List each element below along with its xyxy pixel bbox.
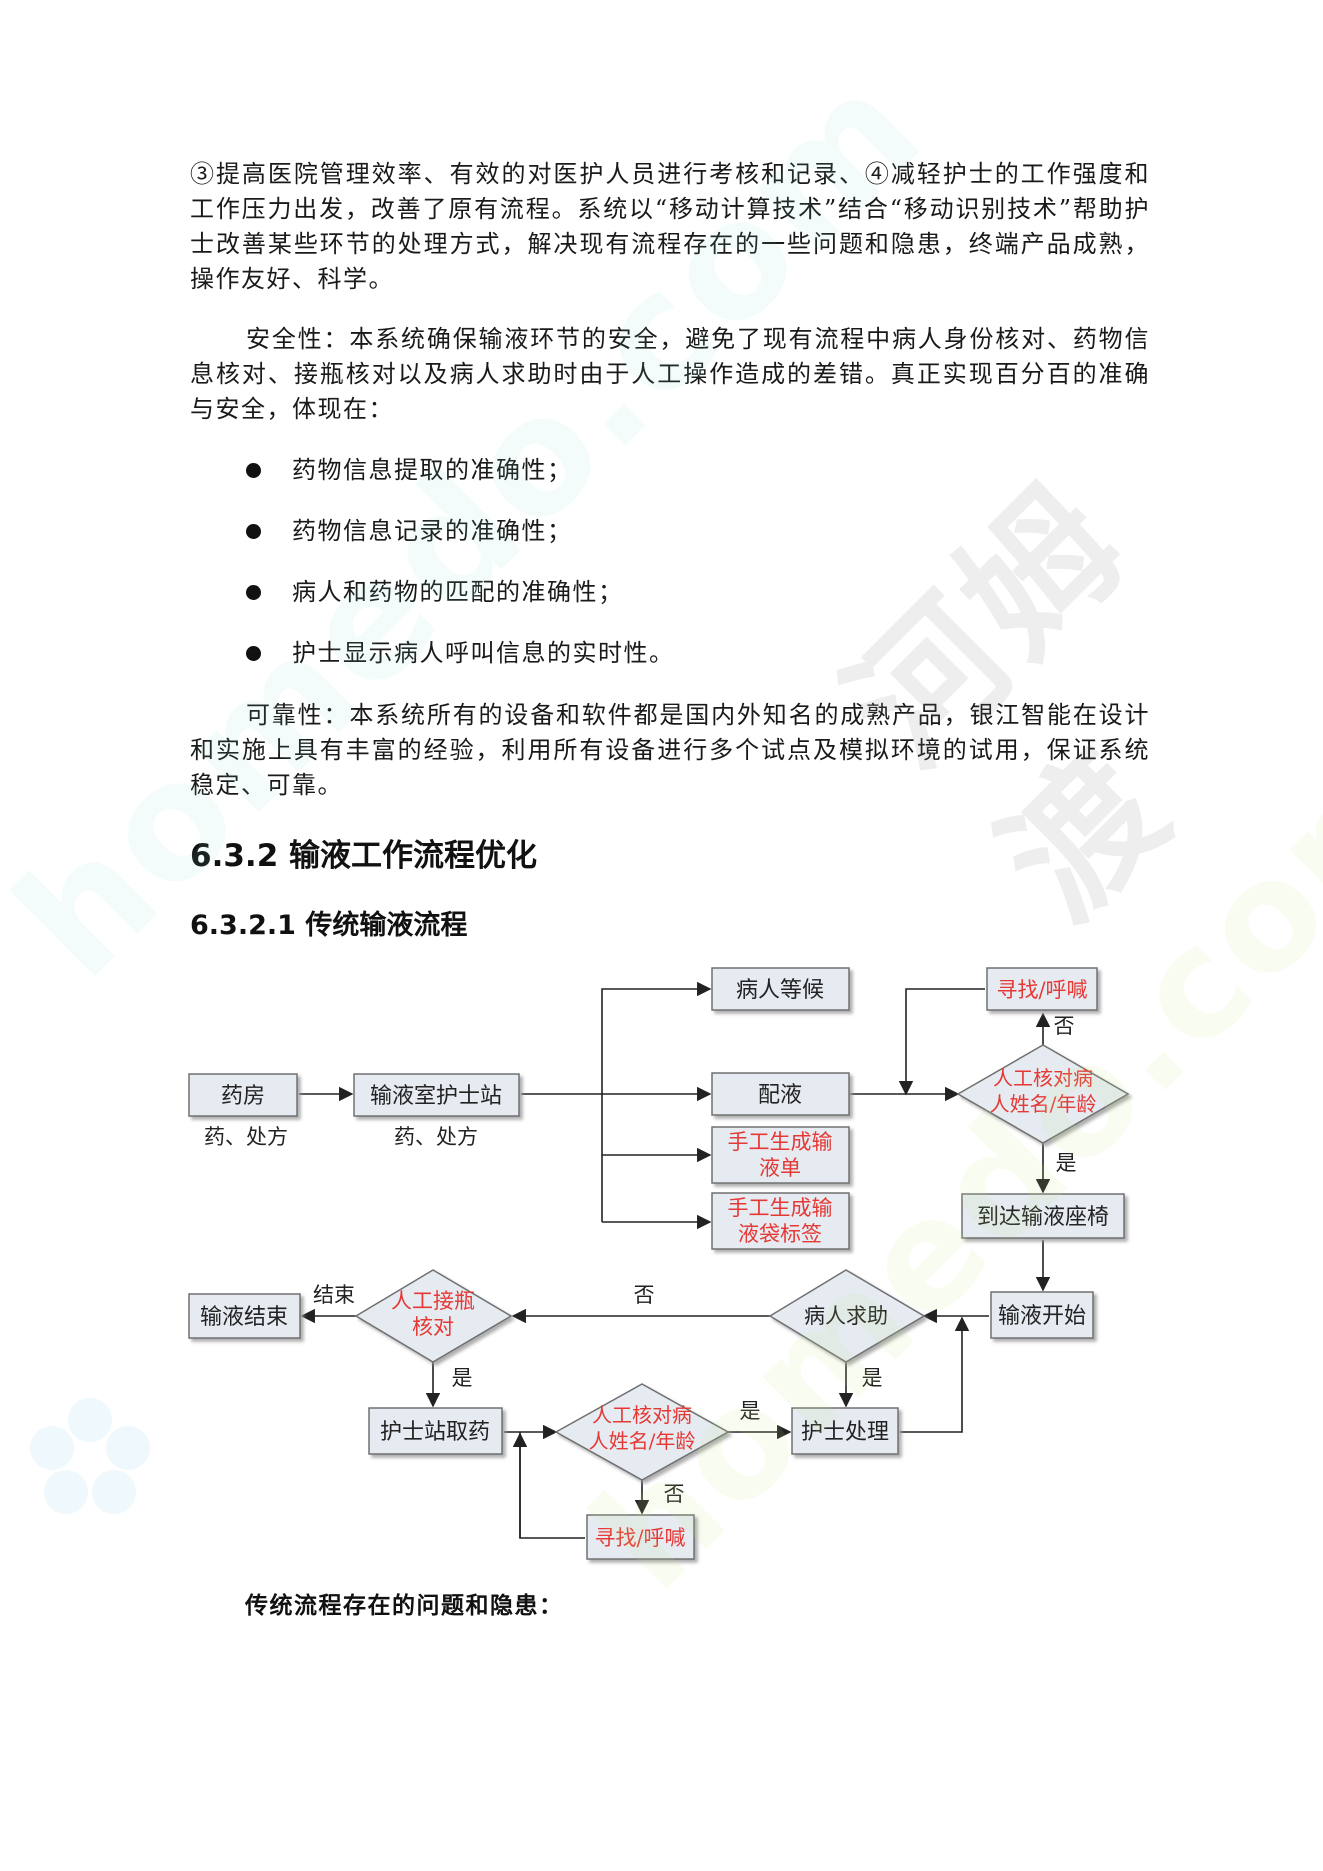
box-patient-wait: 病人等候 [711, 967, 850, 1011]
section-heading: 6.3.2 输液工作流程优化 [190, 838, 538, 874]
station-sub-label: 药、处方 [394, 1125, 478, 1149]
svg-text:手工生成输: 手工生成输 [728, 1130, 833, 1154]
svg-text:寻找/呼喊: 寻找/呼喊 [996, 978, 1087, 1002]
bullet-icon [246, 463, 261, 478]
box-station-fetch: 护士站取药 [368, 1407, 503, 1455]
svg-text:输液室护士站: 输液室护士站 [370, 1084, 502, 1109]
paragraph-efficiency: ③提高医院管理效率、有效的对医护人员进行考核和记录、④减轻护士的工作强度和工作压… [190, 160, 1150, 293]
svg-text:人姓名/年龄: 人姓名/年龄 [990, 1092, 1097, 1116]
no-label-help: 否 [634, 1283, 655, 1307]
yes-label-check: 是 [740, 1399, 761, 1423]
svg-text:核对: 核对 [412, 1315, 454, 1339]
svg-text:人工接瓶: 人工接瓶 [391, 1289, 475, 1313]
box-manual-label: 手工生成输 液袋标签 [711, 1192, 850, 1250]
pharmacy-sub-label: 药、处方 [204, 1125, 288, 1149]
svg-text:到达输液座椅: 到达输液座椅 [977, 1205, 1109, 1230]
box-search-top: 寻找/呼喊 [986, 967, 1098, 1011]
box-nurse-station: 输液室护士站 [353, 1073, 520, 1117]
box-manual-sheet: 手工生成输 液单 [711, 1126, 850, 1184]
yes-label-bottle: 是 [452, 1366, 473, 1390]
svg-text:护士处理: 护士处理 [801, 1420, 889, 1445]
box-arrive-seat: 到达输液座椅 [961, 1193, 1125, 1239]
yes-label-help: 是 [862, 1366, 883, 1390]
svg-text:输液开始: 输液开始 [998, 1304, 1086, 1329]
box-nurse-handle: 护士处理 [791, 1407, 899, 1455]
list-item: 护士显示病人呼叫信息的实时性。 [240, 636, 675, 697]
box-infusion-start: 输液开始 [990, 1291, 1094, 1339]
svg-text:人工核对病: 人工核对病 [592, 1403, 692, 1427]
box-search-bottom: 寻找/呼喊 [586, 1514, 695, 1560]
flow-labels: 药、处方 药、处方 否 是 否 结束 是 是 是 否 [204, 1014, 1077, 1506]
flow-boxes: 药房 输液室护士站 病人等候 配液 手工生成输 液单 手工生成输 [188, 967, 1125, 1560]
svg-text:护士站取药: 护士站取药 [380, 1420, 490, 1445]
svg-text:病人等候: 病人等候 [736, 978, 824, 1003]
paragraph-reliability: 可靠性：本系统所有的设备和软件都是国内外知名的成熟产品，银江智能在设计和实施上具… [190, 701, 1150, 799]
bullet-icon [246, 524, 261, 539]
box-infusion-end: 输液结束 [188, 1293, 301, 1339]
diamond-check-bottom: 人工核对病 人姓名/年龄 [554, 1383, 730, 1481]
subsection-heading: 6.3.2.1 传统输液流程 [190, 910, 468, 941]
svg-text:液单: 液单 [759, 1156, 801, 1180]
list-item: 病人和药物的匹配的准确性； [240, 575, 675, 636]
svg-text:液袋标签: 液袋标签 [738, 1222, 822, 1246]
flow-diamonds: 人工核对病 人姓名/年龄 病人求助 人工接瓶 核对 人工核对病 人姓名/年龄 [354, 1044, 1130, 1481]
bullet-icon [246, 646, 261, 661]
svg-text:手工生成输: 手工生成输 [728, 1196, 833, 1220]
list-item: 药物信息提取的准确性； [240, 453, 675, 514]
svg-text:人姓名/年龄: 人姓名/年龄 [589, 1429, 696, 1453]
paragraph-safety: 安全性：本系统确保输液环节的安全，避免了现有流程中病人身份核对、药物信息核对、接… [190, 325, 1150, 423]
diamond-patient-help: 病人求助 [768, 1269, 926, 1363]
end-label: 结束 [313, 1283, 355, 1307]
flow-connectors [299, 981, 1051, 1539]
svg-text:人工核对病: 人工核对病 [993, 1066, 1093, 1090]
bullet-icon [246, 585, 261, 600]
no-label-top: 否 [1054, 1014, 1075, 1038]
box-pharmacy: 药房 [188, 1073, 298, 1117]
list-item: 药物信息记录的准确性； [240, 514, 675, 575]
diamond-bottle-check: 人工接瓶 核对 [354, 1269, 513, 1363]
svg-text:寻找/呼喊: 寻找/呼喊 [594, 1526, 685, 1550]
problems-caption: 传统流程存在的问题和隐患： [245, 1592, 564, 1619]
svg-text:药房: 药房 [221, 1084, 265, 1109]
diamond-check-top: 人工核对病 人姓名/年龄 [956, 1044, 1130, 1144]
svg-text:病人求助: 病人求助 [804, 1304, 888, 1328]
svg-text:配液: 配液 [758, 1083, 802, 1108]
svg-text:输液结束: 输液结束 [200, 1305, 288, 1330]
safety-bullet-list: 药物信息提取的准确性； 药物信息记录的准确性； 病人和药物的匹配的准确性； 护士… [240, 453, 675, 697]
yes-label-top: 是 [1056, 1151, 1077, 1175]
box-mix: 配液 [711, 1072, 850, 1116]
no-label-check: 否 [664, 1482, 685, 1506]
